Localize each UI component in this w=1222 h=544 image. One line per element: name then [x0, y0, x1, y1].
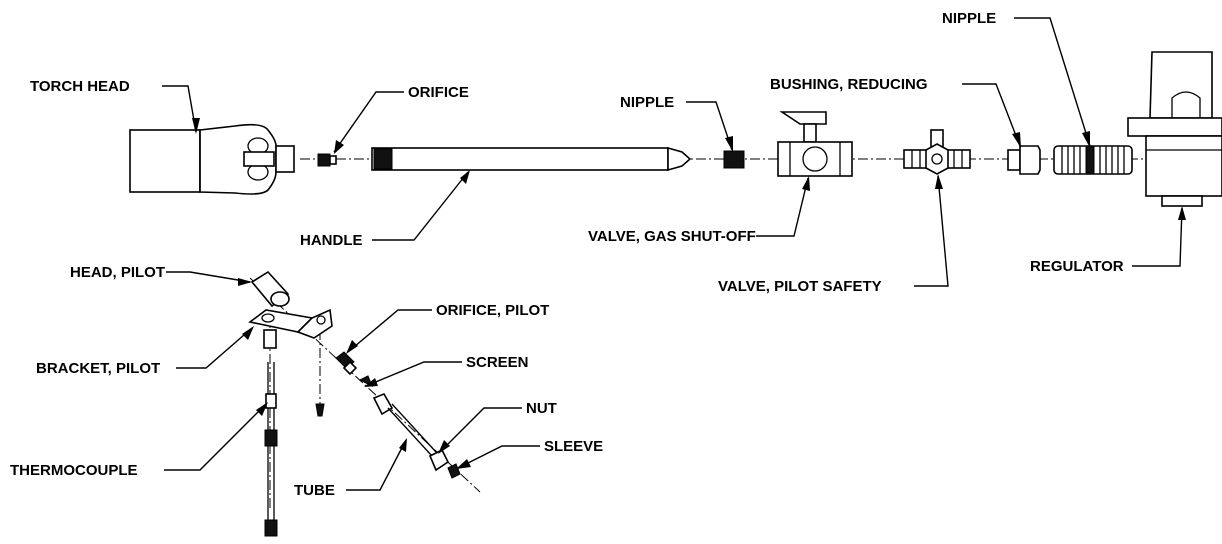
bracket-pilot-part [248, 308, 333, 349]
label-thermocouple: THERMOCOUPLE [10, 462, 138, 479]
sleeve-part [447, 463, 461, 479]
tube-part [372, 392, 437, 457]
valve-pilot-safety-part [903, 129, 971, 175]
part-labels: TORCH HEAD ORIFICE NIPPLE BUSHING, REDUC… [10, 10, 1124, 499]
label-nut: NUT [526, 400, 557, 417]
label-head-pilot: HEAD, PILOT [70, 264, 165, 281]
label-bushing-reducing: BUSHING, REDUCING [770, 76, 928, 93]
label-bracket-pilot: BRACKET, PILOT [36, 360, 160, 377]
label-screen: SCREEN [466, 354, 529, 371]
label-regulator: REGULATOR [1030, 258, 1124, 275]
thermocouple-part [264, 362, 278, 537]
orifice-pilot-part [335, 351, 358, 376]
bushing-reducing-part [1007, 145, 1041, 175]
torch-head-part [129, 123, 295, 195]
bracket-screw-part [315, 403, 325, 417]
label-nipple-right: NIPPLE [942, 10, 996, 27]
regulator-part [1127, 51, 1222, 207]
valve-gas-shutoff-part [777, 111, 853, 177]
label-orifice-pilot: ORIFICE, PILOT [436, 302, 549, 319]
leader-lines [162, 17, 1186, 491]
nipple-right-part [1053, 145, 1133, 175]
label-nipple-left: NIPPLE [620, 94, 674, 111]
label-orifice: ORIFICE [408, 84, 469, 101]
head-pilot-part [250, 270, 290, 308]
label-sleeve: SLEEVE [544, 438, 603, 455]
pilot-assembly [248, 270, 481, 537]
label-handle: HANDLE [300, 232, 363, 249]
nipple-left-part [723, 150, 745, 169]
orifice-part [317, 153, 337, 167]
handle-part [371, 146, 692, 172]
label-valve-gas-shutoff: VALVE, GAS SHUT-OFF [588, 228, 756, 245]
nut-part [428, 448, 450, 472]
label-valve-pilot-safety: VALVE, PILOT SAFETY [718, 278, 882, 295]
label-torch-head: TORCH HEAD [30, 78, 130, 95]
label-tube: TUBE [294, 482, 335, 499]
